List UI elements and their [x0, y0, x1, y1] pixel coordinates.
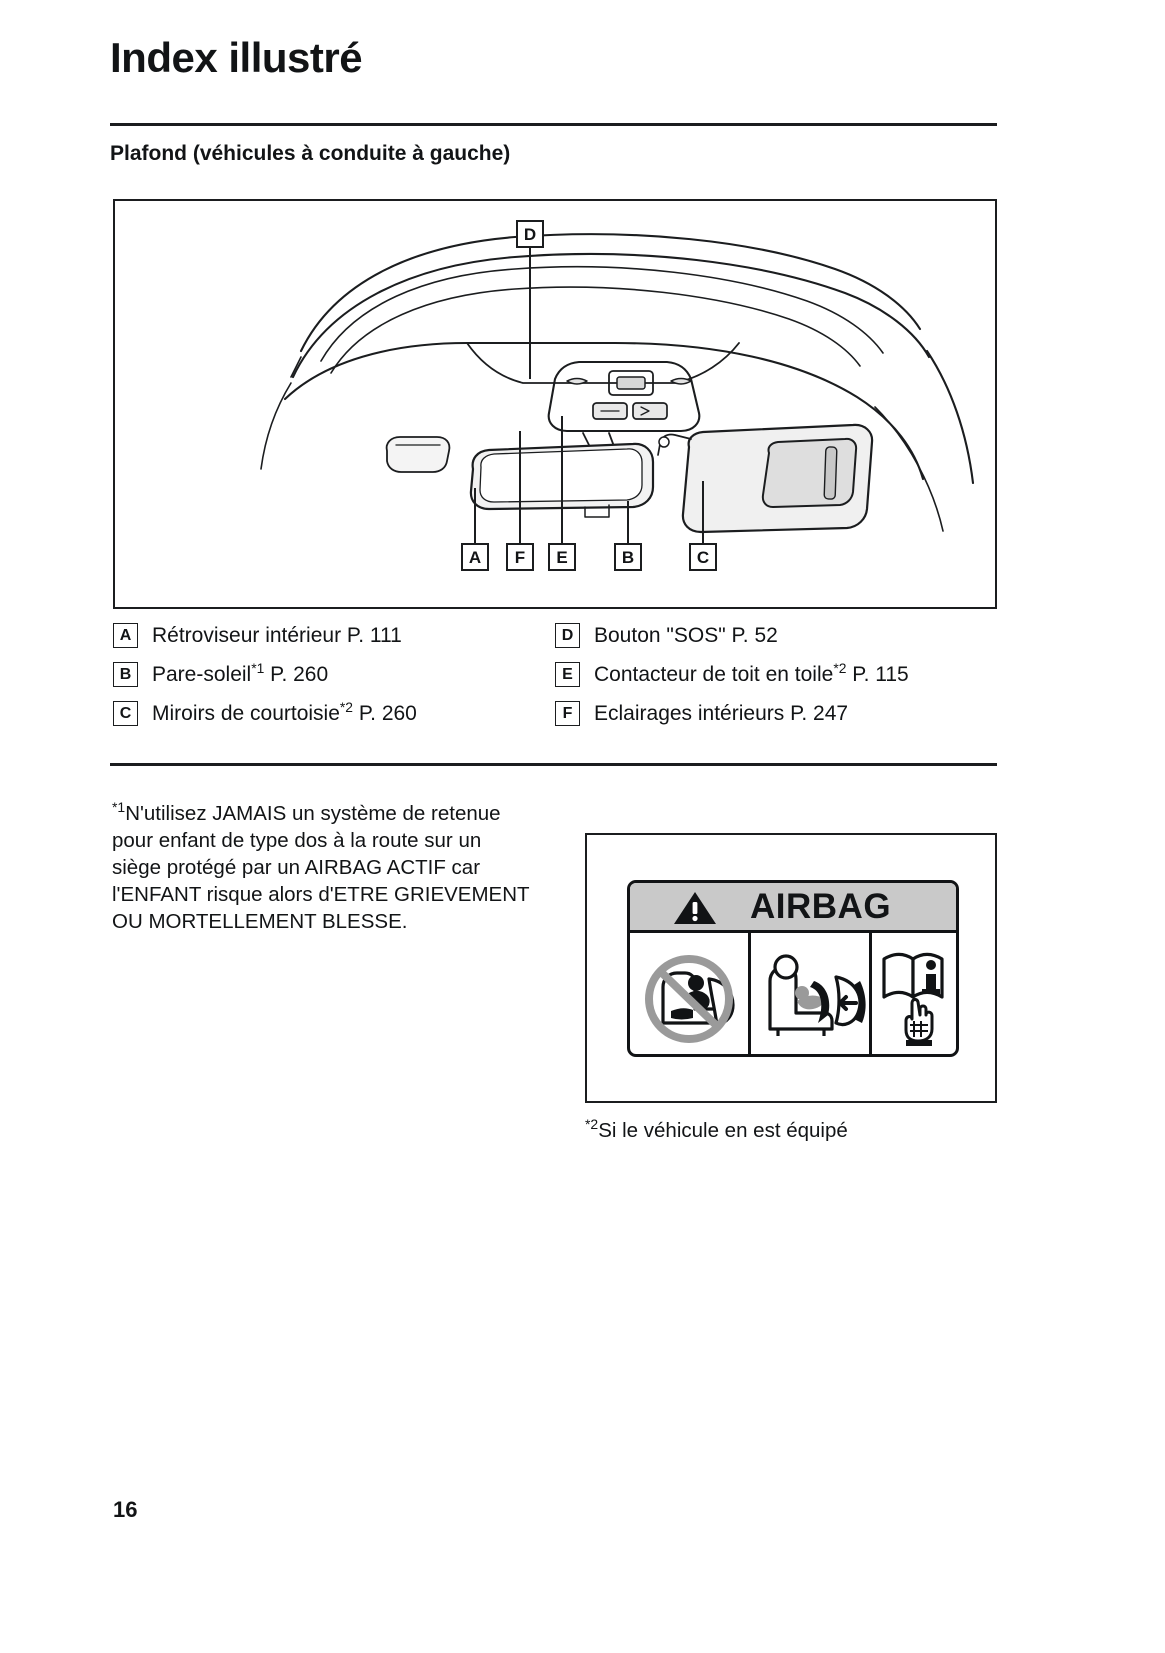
legend-item-f: F Eclairages intérieurs P. 247	[555, 701, 997, 726]
legend-label-b-page: P. 260	[264, 663, 329, 686]
legend-label-e: Contacteur de toit en toile*2 P. 115	[594, 660, 909, 687]
page-title: Index illustré	[110, 34, 363, 81]
owners-manual-book-icon	[876, 937, 952, 1054]
no-rear-facing-child-seat-icon	[633, 937, 745, 1054]
figure-callout-b: B	[614, 543, 642, 571]
footnote-two-text: Si le véhicule en est équipé	[598, 1119, 848, 1142]
figure-callout-f: F	[506, 543, 534, 571]
legend-item-d: D Bouton "SOS" P. 52	[555, 623, 997, 648]
legend-label-f-text: Eclairages intérieurs P. 247	[594, 702, 849, 725]
legend-badge-c: C	[113, 701, 138, 726]
legend-list: A Rétroviseur intérieur P. 111 B Pare-so…	[113, 623, 997, 726]
ceiling-illustration: D A F E B C	[260, 220, 975, 571]
legend-label-f: Eclairages intérieurs P. 247	[594, 701, 848, 726]
page-number: 16	[113, 1497, 138, 1522]
legend-label-c-page: P. 260	[353, 702, 417, 725]
legend-label-b: Pare-soleil*1 P. 260	[152, 660, 329, 687]
svg-text:C: C	[697, 548, 709, 567]
svg-text:B: B	[622, 548, 634, 567]
figure-callout-a: A	[461, 543, 489, 571]
legend-item-e: E Contacteur de toit en toile*2 P. 115	[555, 660, 997, 687]
airbag-sticker-header: AIRBAG	[630, 883, 956, 933]
title-divider	[110, 123, 997, 126]
svg-text:A: A	[469, 548, 481, 567]
legend-divider	[110, 763, 997, 766]
figure-callout-c: C	[689, 543, 717, 571]
legend-label-a-text: Rétroviseur intérieur P. 111	[152, 624, 402, 647]
airbag-warning-sticker: AIRBAG	[627, 880, 959, 1057]
svg-text:E: E	[556, 548, 567, 567]
legend-item-a: A Rétroviseur intérieur P. 111	[113, 623, 555, 648]
legend-column-left: A Rétroviseur intérieur P. 111 B Pare-so…	[113, 623, 555, 726]
legend-label-d-text: Bouton "SOS" P. 52	[594, 624, 778, 647]
airbag-heading: AIRBAG	[750, 886, 892, 926]
no-rear-facing-child-seat-panel	[630, 933, 751, 1054]
legend-item-c: C Miroirs de courtoisie*2 P. 260	[113, 699, 555, 726]
legend-label-e-footnote: *2	[833, 660, 847, 676]
legend-label-e-page: P. 115	[846, 663, 909, 686]
legend-label-b-footnote: *1	[251, 660, 265, 676]
airbag-label-frame: AIRBAG	[585, 833, 997, 1103]
figure-callout-d: D	[516, 220, 544, 248]
owners-manual-book-panel	[872, 933, 956, 1054]
airbag-pictogram-row	[630, 933, 956, 1054]
legend-label-d: Bouton "SOS" P. 52	[594, 623, 778, 648]
section-title: Plafond (véhicules à conduite à gauche)	[110, 142, 511, 165]
legend-label-c-text: Miroirs de courtoisie	[152, 702, 340, 725]
legend-column-right: D Bouton "SOS" P. 52 E Contacteur de toi…	[555, 623, 997, 726]
legend-badge-d: D	[555, 623, 580, 648]
footnote-two: *2Si le véhicule en est équipé	[585, 1117, 848, 1144]
legend-badge-a: A	[113, 623, 138, 648]
footnote-one-text: N'utilisez JAMAIS un système de retenue …	[112, 802, 530, 933]
legend-label-b-text: Pare-soleil	[152, 663, 252, 686]
legend-label-e-text: Contacteur de toit en toile	[594, 663, 834, 686]
legend-badge-e: E	[555, 662, 580, 687]
legend-label-c-footnote: *2	[339, 699, 354, 715]
footnote-one-marker: *1	[112, 799, 126, 816]
footnote-one: *1N'utilisez JAMAIS un système de retenu…	[112, 800, 532, 935]
airbag-deployment-seat-icon	[752, 937, 868, 1054]
svg-text:D: D	[524, 225, 536, 244]
legend-badge-b: B	[113, 662, 138, 687]
svg-text:F: F	[515, 548, 525, 567]
footnote-two-marker: *2	[585, 1116, 599, 1133]
warning-triangle-icon	[672, 890, 718, 931]
illustration-frame: D A F E B C	[113, 199, 997, 609]
legend-label-c: Miroirs de courtoisie*2 P. 260	[152, 699, 417, 726]
legend-badge-f: F	[555, 701, 580, 726]
airbag-deployment-seat-panel	[751, 933, 872, 1054]
figure-callout-e: E	[548, 543, 576, 571]
legend-label-a: Rétroviseur intérieur P. 111	[152, 623, 402, 648]
legend-item-b: B Pare-soleil*1 P. 260	[113, 660, 555, 687]
